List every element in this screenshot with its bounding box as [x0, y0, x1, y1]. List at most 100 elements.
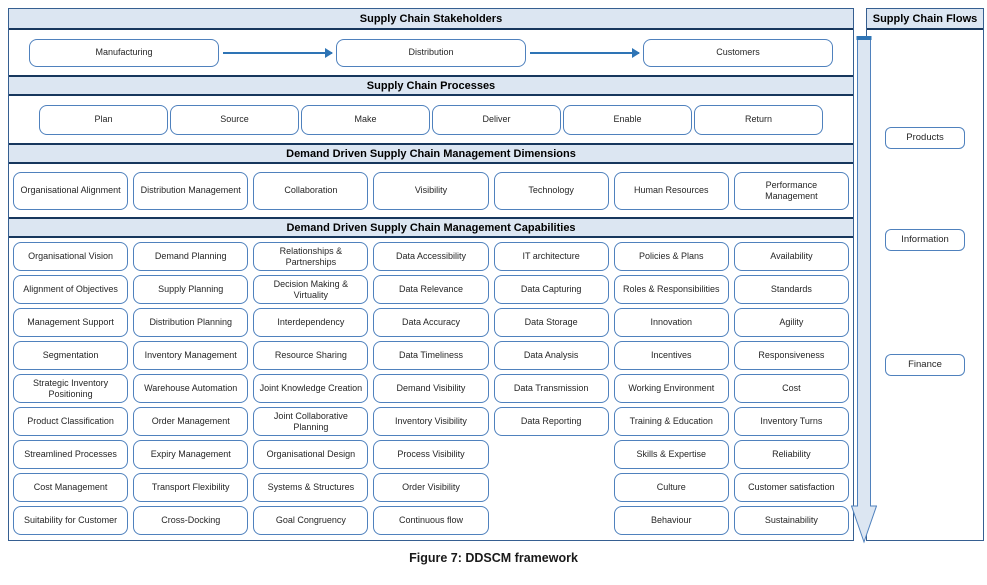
capability-box: Product Classification: [13, 407, 129, 436]
capability-box: Responsiveness: [733, 341, 849, 370]
dimensions-row: Organisational Alignment Distribution Ma…: [9, 164, 853, 217]
capability-box: Suitability for Customer: [13, 506, 129, 535]
capability-box: Skills & Expertise: [613, 440, 729, 469]
process-box: Deliver: [432, 104, 561, 135]
capability-box: IT architecture: [493, 242, 609, 271]
capability-box: Behaviour: [613, 506, 729, 535]
capability-box: Organisational Vision: [13, 242, 129, 271]
right-arrow-icon: [530, 47, 640, 58]
capability-box: Order Management: [133, 407, 249, 436]
capability-box: Cost Management: [13, 473, 129, 502]
main-panel: Supply Chain Stakeholders Manufacturing …: [8, 8, 854, 541]
capability-box: Management Support: [13, 308, 129, 337]
stakeholders-header: Supply Chain Stakeholders: [9, 9, 853, 30]
capability-box: Data Relevance: [373, 275, 489, 304]
capability-box: Joint Collaborative Planning: [253, 407, 369, 436]
capability-box: Working Environment: [613, 374, 729, 403]
capability-box: Sustainability: [733, 506, 849, 535]
capability-box: Organisational Design: [253, 440, 369, 469]
flows-header: Supply Chain Flows: [867, 9, 983, 30]
capability-box: Data Storage: [493, 308, 609, 337]
capability-box: Training & Education: [613, 407, 729, 436]
processes-header: Supply Chain Processes: [9, 75, 853, 96]
capability-box: Roles & Responsibilities: [613, 275, 729, 304]
capability-box: Supply Planning: [133, 275, 249, 304]
stakeholder-manufacturing: Manufacturing: [29, 38, 219, 67]
capability-box: Data Accuracy: [373, 308, 489, 337]
capability-box: Streamlined Processes: [13, 440, 129, 469]
stakeholder-distribution: Distribution: [336, 38, 526, 67]
capability-box: Data Timeliness: [373, 341, 489, 370]
process-box: Make: [301, 104, 430, 135]
capability-box: Innovation: [613, 308, 729, 337]
dimension-box: Performance Management: [733, 171, 849, 210]
process-box: Plan: [39, 104, 168, 135]
capability-box: Inventory Management: [133, 341, 249, 370]
capability-box: Reliability: [733, 440, 849, 469]
capability-box: Culture: [613, 473, 729, 502]
figure-caption: Figure 7: DDSCM framework: [409, 551, 578, 565]
capability-box: Data Transmission: [493, 374, 609, 403]
capability-box: Segmentation: [13, 341, 129, 370]
dimension-box: Collaboration: [253, 171, 369, 210]
flow-finance: Finance: [885, 354, 965, 376]
capability-box: Data Capturing: [493, 275, 609, 304]
capability-box: Joint Knowledge Creation: [253, 374, 369, 403]
dimension-box: Organisational Alignment: [13, 171, 129, 210]
capability-box: Customer satisfaction: [733, 473, 849, 502]
dimension-box: Visibility: [373, 171, 489, 210]
capability-box: Policies & Plans: [613, 242, 729, 271]
capability-box: Incentives: [613, 341, 729, 370]
capability-box: Decision Making & Virtuality: [253, 275, 369, 304]
capability-box: Relationships & Partnerships: [253, 242, 369, 271]
capability-box: Warehouse Automation: [133, 374, 249, 403]
capability-box: Data Reporting: [493, 407, 609, 436]
capability-box: Availability: [733, 242, 849, 271]
capability-box: Resource Sharing: [253, 341, 369, 370]
capability-box: Systems & Structures: [253, 473, 369, 502]
capability-box: Interdependency: [253, 308, 369, 337]
capability-box: Distribution Planning: [133, 308, 249, 337]
flow-down-arrow-icon: [851, 36, 877, 544]
capability-box: Transport Flexibility: [133, 473, 249, 502]
dimension-box: Distribution Management: [133, 171, 249, 210]
capability-box: Demand Planning: [133, 242, 249, 271]
stakeholders-row: Manufacturing Distribution Customers: [9, 30, 853, 75]
capability-box: Data Accessibility: [373, 242, 489, 271]
capability-box: Goal Congruency: [253, 506, 369, 535]
capability-box: Demand Visibility: [373, 374, 489, 403]
flows-content: Products Information Finance: [867, 30, 983, 540]
flow-products: Products: [885, 127, 965, 149]
capability-box: Strategic Inventory Positioning: [13, 374, 129, 403]
capability-box: Order Visibility: [373, 473, 489, 502]
flows-panel: Supply Chain Flows Products Information …: [866, 8, 984, 541]
capability-box: Cross-Docking: [133, 506, 249, 535]
dimension-box: Technology: [493, 171, 609, 210]
dimensions-header: Demand Driven Supply Chain Management Di…: [9, 143, 853, 164]
flow-information: Information: [885, 229, 965, 251]
capability-box: Inventory Visibility: [373, 407, 489, 436]
process-box: Source: [170, 104, 299, 135]
capability-box: Alignment of Objectives: [13, 275, 129, 304]
process-box: Enable: [563, 104, 692, 135]
dimension-box: Human Resources: [613, 171, 729, 210]
stakeholder-customers: Customers: [643, 38, 833, 67]
capabilities-header: Demand Driven Supply Chain Management Ca…: [9, 217, 853, 238]
right-arrow-icon: [223, 47, 333, 58]
processes-row: Plan Source Make Deliver Enable Return: [9, 96, 853, 143]
capability-box: Standards: [733, 275, 849, 304]
capability-box: Agility: [733, 308, 849, 337]
capability-box: Process Visibility: [373, 440, 489, 469]
capability-box: Inventory Turns: [733, 407, 849, 436]
capability-box: Cost: [733, 374, 849, 403]
process-box: Return: [694, 104, 823, 135]
